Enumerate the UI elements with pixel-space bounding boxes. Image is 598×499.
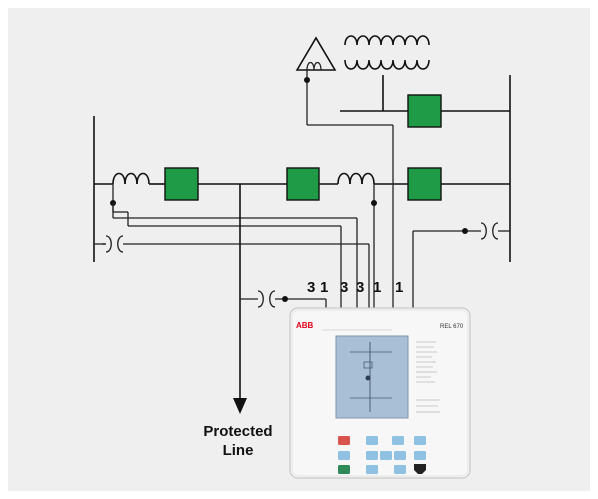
relay-keypad[interactable] bbox=[338, 436, 426, 474]
protected-line-label-1: Protected bbox=[203, 423, 272, 440]
ct-left-secondary bbox=[128, 208, 341, 226]
line-arrow-icon bbox=[233, 398, 247, 414]
relay-screen bbox=[335, 335, 409, 419]
ct-left-wiring bbox=[110, 184, 358, 320]
relay-model: REL 670 bbox=[440, 324, 464, 330]
key-2[interactable] bbox=[392, 436, 404, 445]
power-transformer bbox=[340, 35, 510, 112]
key-6[interactable] bbox=[380, 451, 392, 460]
protected-line-label-2: Line bbox=[223, 442, 254, 459]
relay-led-labels bbox=[416, 341, 440, 413]
key-3[interactable] bbox=[414, 436, 426, 445]
diagram-canvas: 3 1 3 3 1 1 Protected Line ABB REL 670 bbox=[93, 35, 511, 479]
breaker-2 bbox=[286, 167, 320, 201]
wire-number-1: 3 bbox=[307, 279, 315, 296]
abb-logo: ABB bbox=[296, 321, 314, 330]
key-10[interactable] bbox=[394, 465, 406, 474]
ethernet-port-icon bbox=[414, 464, 426, 474]
key-1[interactable] bbox=[366, 436, 378, 445]
wire-number-5: 1 bbox=[373, 279, 381, 296]
main-line bbox=[94, 172, 510, 185]
wire-number-6: 1 bbox=[395, 279, 403, 296]
wire-number-2: 1 bbox=[320, 279, 328, 296]
ct-left-wiring-b bbox=[112, 203, 114, 212]
key-4[interactable] bbox=[338, 451, 350, 460]
ct-right-wiring bbox=[371, 184, 377, 320]
key-red[interactable] bbox=[338, 436, 350, 445]
single-line-diagram: 3 1 3 3 1 1 Protected Line ABB REL 670 bbox=[8, 8, 590, 491]
key-7[interactable] bbox=[394, 451, 406, 460]
key-8[interactable] bbox=[414, 451, 426, 460]
key-5[interactable] bbox=[366, 451, 378, 460]
top-voltage-transformer bbox=[295, 36, 394, 320]
key-9[interactable] bbox=[366, 465, 378, 474]
protected-line-output bbox=[233, 184, 327, 414]
wire-number-4: 3 bbox=[356, 279, 364, 296]
breaker-4 bbox=[407, 94, 442, 128]
breaker-3 bbox=[407, 167, 442, 201]
left-voltage-transformer bbox=[94, 235, 370, 320]
wire-number-3: 3 bbox=[340, 279, 348, 296]
ied-relay: ABB REL 670 bbox=[289, 307, 471, 479]
key-green[interactable] bbox=[338, 465, 350, 474]
breaker-1 bbox=[164, 167, 199, 201]
right-voltage-transformer bbox=[412, 222, 510, 320]
